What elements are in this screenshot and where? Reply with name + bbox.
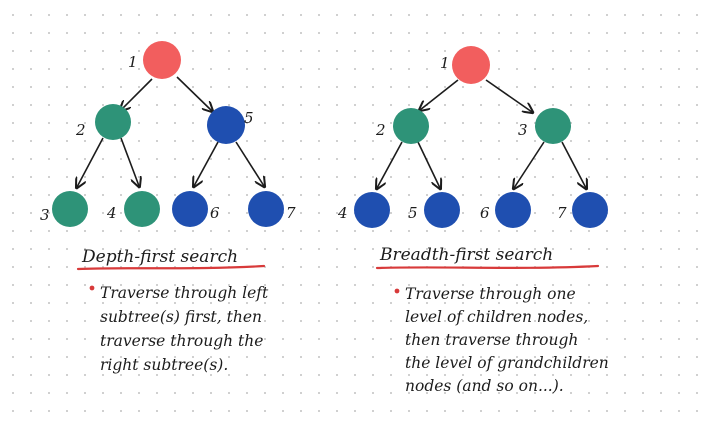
bfs-body-line-4: the level of grandchildren	[405, 354, 609, 372]
dfs-edge-5-6	[194, 141, 219, 186]
bfs-edge-1-2	[420, 79, 459, 110]
dfs-body-line-2: subtree(s) first, then	[100, 308, 262, 326]
dfs-label-3: 3	[40, 206, 50, 224]
bfs-title-underline	[375, 264, 600, 270]
dfs-edge-1-2	[121, 78, 153, 110]
bfs-node-1	[452, 46, 490, 84]
dfs-body: Traverse through left subtree(s) first, …	[100, 284, 273, 374]
bfs-node-4	[354, 192, 390, 228]
bfs-title: Breadth-first search	[379, 245, 553, 265]
dfs-label-1: 1	[128, 53, 138, 71]
dfs-body-line-4: right subtree(s).	[100, 356, 228, 374]
bfs-edge-1-3	[485, 79, 532, 112]
dfs-title: Depth-first search	[81, 247, 238, 267]
dfs-node-5	[207, 106, 245, 144]
dfs-node-7	[248, 191, 284, 227]
dfs-edge-2-3	[77, 137, 104, 187]
dfs-bullet	[89, 285, 95, 291]
bfs-edge-3-7	[561, 141, 586, 188]
bfs-node-2	[393, 108, 429, 144]
dfs-body-line-3: traverse through the	[100, 332, 263, 350]
dfs-label-2: 2	[75, 121, 86, 139]
dfs-label-4: 4	[106, 204, 117, 222]
dfs-node-4	[124, 191, 160, 227]
bfs-label-5: 5	[408, 204, 418, 222]
dfs-edge-1-5	[176, 76, 212, 111]
bfs-body-line-2: level of children nodes,	[405, 308, 588, 326]
bfs-body-line-1: Traverse through one	[405, 285, 576, 303]
bfs-label-1: 1	[440, 54, 450, 72]
bfs-edge-2-5	[417, 141, 440, 188]
bfs-label-4: 4	[337, 204, 348, 222]
bfs-body: Traverse through one level of children n…	[405, 285, 614, 395]
bfs-label-3: 3	[518, 121, 528, 139]
bfs-edge-3-6	[514, 141, 545, 188]
bfs-label-2: 2	[375, 121, 386, 139]
bfs-label-6: 6	[480, 204, 490, 222]
bfs-node-5	[424, 192, 460, 228]
dfs-tree: 1 2 5 3 4 6 7	[40, 41, 296, 227]
dfs-node-6	[172, 191, 208, 227]
dfs-node-3	[52, 191, 88, 227]
bfs-node-7	[572, 192, 608, 228]
dfs-title-underline	[76, 264, 266, 271]
bfs-node-3	[535, 108, 571, 144]
dfs-node-1	[143, 41, 181, 79]
bfs-body-line-5: nodes (and so on...).	[405, 377, 564, 395]
bfs-bullet	[394, 288, 400, 294]
dfs-edge-2-4	[120, 137, 139, 186]
dfs-node-2	[95, 104, 131, 140]
bfs-body-line-3: then traverse through	[405, 331, 578, 349]
dfs-label-5: 5	[244, 109, 254, 127]
bfs-label-7: 7	[557, 204, 567, 222]
dfs-label-6: 6	[210, 204, 220, 222]
bfs-tree: 1 2 3 4 5 6 7	[337, 46, 608, 228]
bfs-node-6	[495, 192, 531, 228]
dfs-edge-5-7	[235, 141, 264, 186]
dfs-body-line-1: Traverse through left	[100, 284, 269, 302]
dfs-label-7: 7	[286, 204, 296, 222]
bfs-edge-2-4	[377, 141, 403, 188]
